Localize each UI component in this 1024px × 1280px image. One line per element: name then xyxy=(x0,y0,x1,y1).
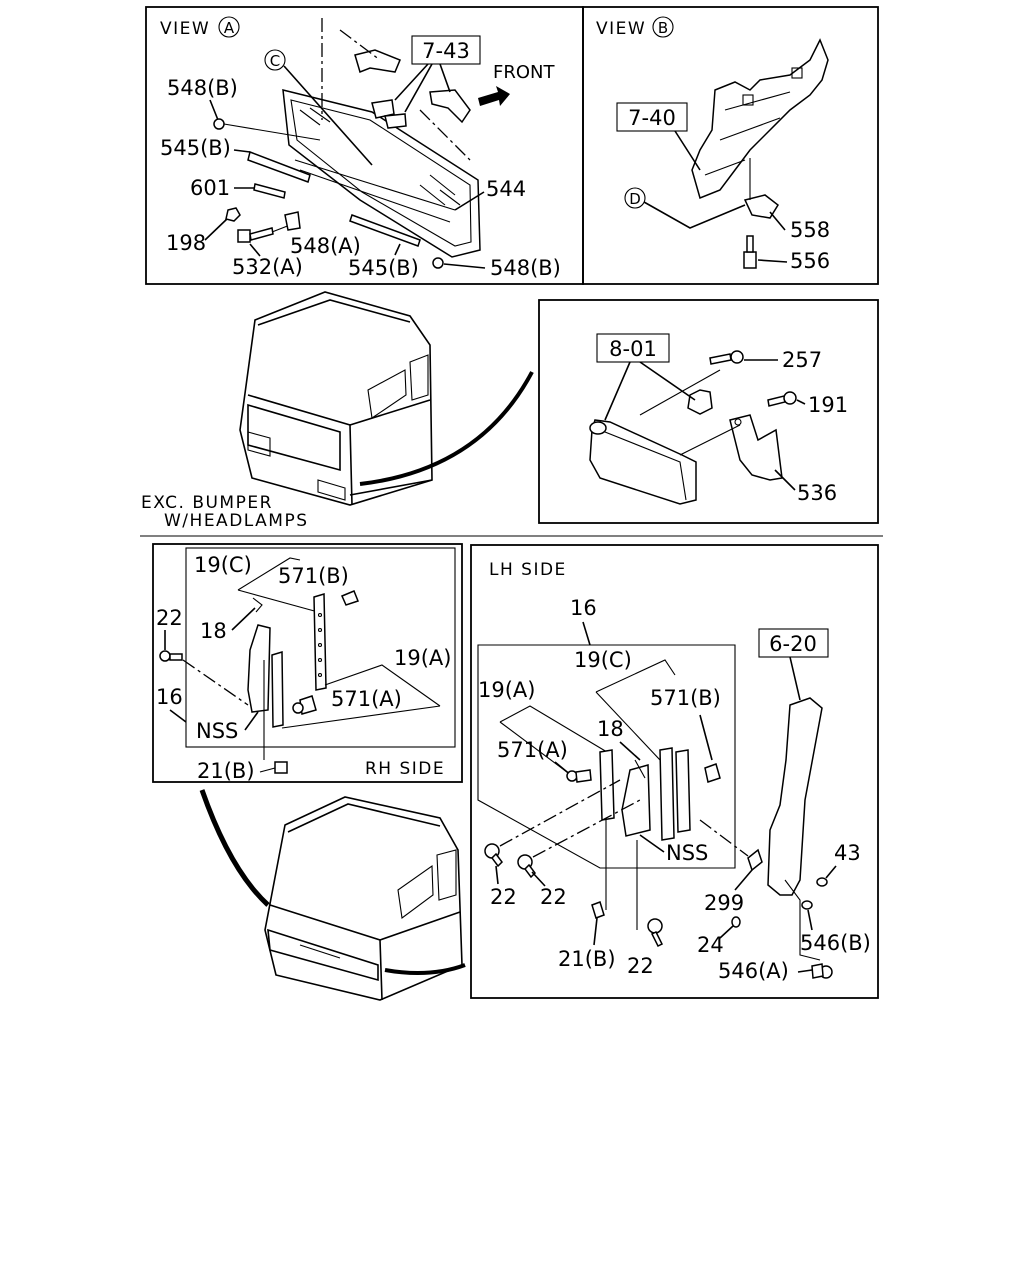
strip-545b-bottom xyxy=(349,214,421,247)
lh-label-571a: 571(A) xyxy=(497,738,568,762)
rh-side-frame xyxy=(152,543,463,783)
label-601: 601 xyxy=(190,176,230,200)
rh-side-title: RH SIDE xyxy=(365,759,445,779)
label-558: 558 xyxy=(790,218,830,242)
lh-label-19c: 19(C) xyxy=(574,648,632,672)
front-arrow-icon xyxy=(478,86,510,106)
view-a-panel: VIEW A FRONT 7-43 C 548(B) xyxy=(145,6,584,285)
view-b-title: VIEW xyxy=(596,19,646,39)
rh-label-571b: 571(B) xyxy=(278,564,349,588)
view-a-marker: A xyxy=(224,19,235,37)
label-548b-bottom: 548(B) xyxy=(490,256,561,280)
lh-label-22b: 22 xyxy=(540,885,567,909)
circle-c-label: C xyxy=(270,52,280,70)
lh-label-16: 16 xyxy=(570,596,597,620)
ref-8-01-label: 8-01 xyxy=(609,337,657,361)
front-label: FRONT xyxy=(493,62,555,83)
cab-upper-illustration xyxy=(239,291,433,506)
view-b-marker: B xyxy=(658,19,668,37)
label-548a: 548(A) xyxy=(290,234,361,258)
headlamp-caption-line2: W/HEADLAMPS xyxy=(164,511,308,531)
label-544: 544 xyxy=(486,177,526,201)
headlamp-panel: 257 191 536 8-01 xyxy=(538,299,879,524)
label-198: 198 xyxy=(166,231,206,255)
lh-label-24: 24 xyxy=(697,933,724,957)
lh-label-22c: 22 xyxy=(627,954,654,978)
lh-label-546b: 546(B) xyxy=(800,931,871,955)
headlamp-frame xyxy=(538,299,879,524)
view-b-marker-circle xyxy=(652,16,674,38)
circle-c-marker xyxy=(264,49,286,71)
circle-d-label: D xyxy=(629,190,641,208)
view-b-panel: VIEW B 7-40 D 558 556 xyxy=(582,6,879,285)
lh-mudguard-shape xyxy=(621,764,651,837)
lh-label-43: 43 xyxy=(834,841,861,865)
rh-label-22: 22 xyxy=(156,606,183,630)
ref-box-8-01 xyxy=(596,333,670,363)
ref-7-40-label: 7-40 xyxy=(628,106,676,130)
rh-label-19a: 19(A) xyxy=(394,646,451,670)
bracket-7-40-shape xyxy=(691,38,829,200)
callout-arc-headlamp xyxy=(359,371,534,486)
label-545b-top: 545(B) xyxy=(160,136,231,160)
circle-d-marker xyxy=(624,187,646,209)
lh-side-panel: LH SIDE 16 19(C) 571(B) 19(A) 18 571(A) … xyxy=(470,544,879,999)
rh-label-19c: 19(C) xyxy=(194,553,252,577)
label-191: 191 xyxy=(808,393,848,417)
cab-lower-illustration xyxy=(264,796,463,1001)
label-536: 536 xyxy=(797,481,837,505)
rh-side-inner-frame xyxy=(185,547,456,748)
headlamp-caption-line1: EXC. BUMPER xyxy=(141,493,273,513)
label-545b-bottom: 545(B) xyxy=(348,256,419,280)
lh-side-title: LH SIDE xyxy=(489,560,567,580)
ref-box-6-20 xyxy=(758,628,829,658)
lh-label-nss: NSS xyxy=(666,841,708,865)
ref-7-43-label: 7-43 xyxy=(422,39,470,63)
lh-label-21b: 21(B) xyxy=(558,947,616,971)
lh-strut-shape xyxy=(767,697,823,896)
lh-label-22a: 22 xyxy=(490,885,517,909)
callout-arc-rh xyxy=(199,789,270,907)
view-a-marker-circle xyxy=(218,16,240,38)
rh-label-18: 18 xyxy=(200,619,227,643)
rh-mudguard-shape xyxy=(247,624,271,713)
lh-side-inner-frame xyxy=(477,644,736,869)
view-b-frame xyxy=(582,6,879,285)
lh-label-19a: 19(A) xyxy=(478,678,535,702)
lh-label-18: 18 xyxy=(597,717,624,741)
lh-label-571b: 571(B) xyxy=(650,686,721,710)
bracket-7-43-shape xyxy=(354,49,471,129)
rh-label-21b: 21(B) xyxy=(197,759,255,783)
lh-label-546a: 546(A) xyxy=(718,959,789,983)
lh-strip-571a xyxy=(599,749,615,821)
strip-545b-top xyxy=(247,150,311,183)
rh-label-16: 16 xyxy=(156,685,183,709)
lh-strip-571b xyxy=(659,747,675,841)
rh-label-nss: NSS xyxy=(196,719,238,743)
label-257: 257 xyxy=(782,348,822,372)
lh-part-299-shape xyxy=(747,848,763,872)
rh-side-panel: RH SIDE 19(C) 571(B) 18 22 19(A) 16 571(… xyxy=(152,543,463,783)
lh-label-299: 299 xyxy=(704,891,744,915)
view-a-title: VIEW xyxy=(160,19,210,39)
rh-strip-571b xyxy=(313,592,327,691)
callout-arc-lh xyxy=(384,963,466,976)
label-532a: 532(A) xyxy=(232,255,303,279)
rh-label-571a: 571(A) xyxy=(331,687,402,711)
ref-box-7-43 xyxy=(411,35,481,65)
ref-6-20-label: 6-20 xyxy=(769,632,817,656)
ref-box-7-40 xyxy=(616,102,688,132)
label-548b-top: 548(B) xyxy=(167,76,238,100)
headlamp-shape xyxy=(589,419,697,505)
label-556: 556 xyxy=(790,249,830,273)
lh-side-frame xyxy=(470,544,879,999)
